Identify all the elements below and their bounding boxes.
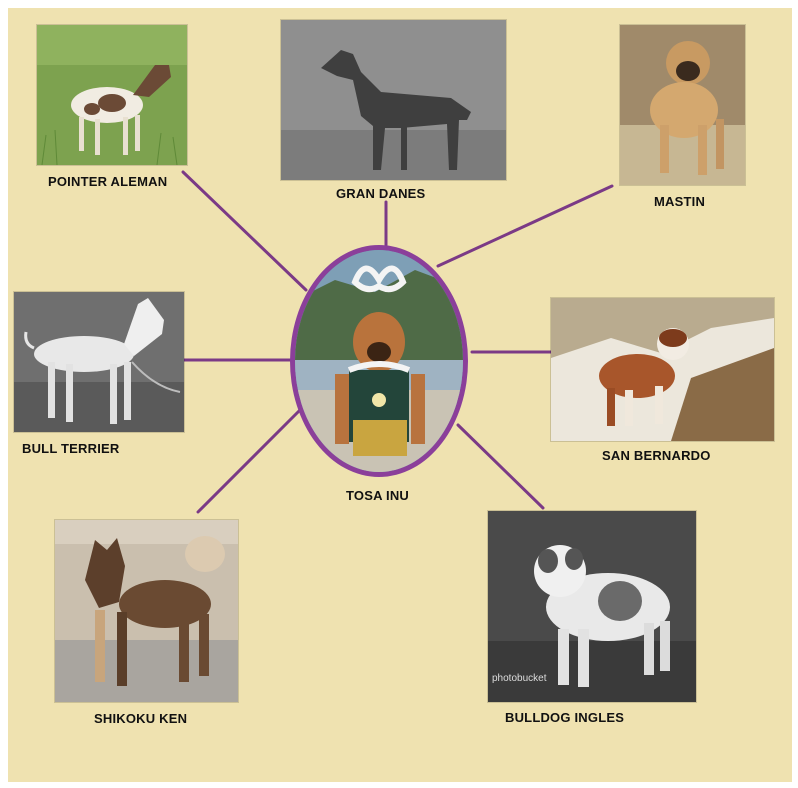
label-tosa-inu: TOSA INU <box>346 488 409 503</box>
label-bull-terrier: BULL TERRIER <box>22 441 120 456</box>
label-mastin: MASTIN <box>654 194 706 209</box>
pointer-aleman-photo <box>37 25 187 165</box>
connector-mastin <box>436 184 614 268</box>
label-pointer-aleman: POINTER ALEMAN <box>48 174 168 189</box>
san-bernardo-photo <box>551 298 774 441</box>
bull-terrier-photo <box>14 292 184 432</box>
shikoku-ken-photo <box>55 520 238 702</box>
bulldog-ingles-photo: photobucket <box>488 511 696 702</box>
label-shikoku-ken: SHIKOKU KEN <box>94 711 188 726</box>
photobucket-watermark: photobucket <box>492 673 547 684</box>
connector-shikoku-ken <box>196 408 302 514</box>
label-bulldog-ingles: BULLDOG INGLES <box>505 710 625 725</box>
label-gran-danes: GRAN DANES <box>336 186 426 201</box>
connector-bulldog-ingles <box>456 423 545 510</box>
connector-pointer-aleman <box>181 170 308 292</box>
gran-danes-photo <box>281 20 506 180</box>
tosa-inu-photo <box>290 245 468 477</box>
mastin-photo <box>620 25 745 185</box>
label-san-bernardo: SAN BERNARDO <box>602 448 711 463</box>
